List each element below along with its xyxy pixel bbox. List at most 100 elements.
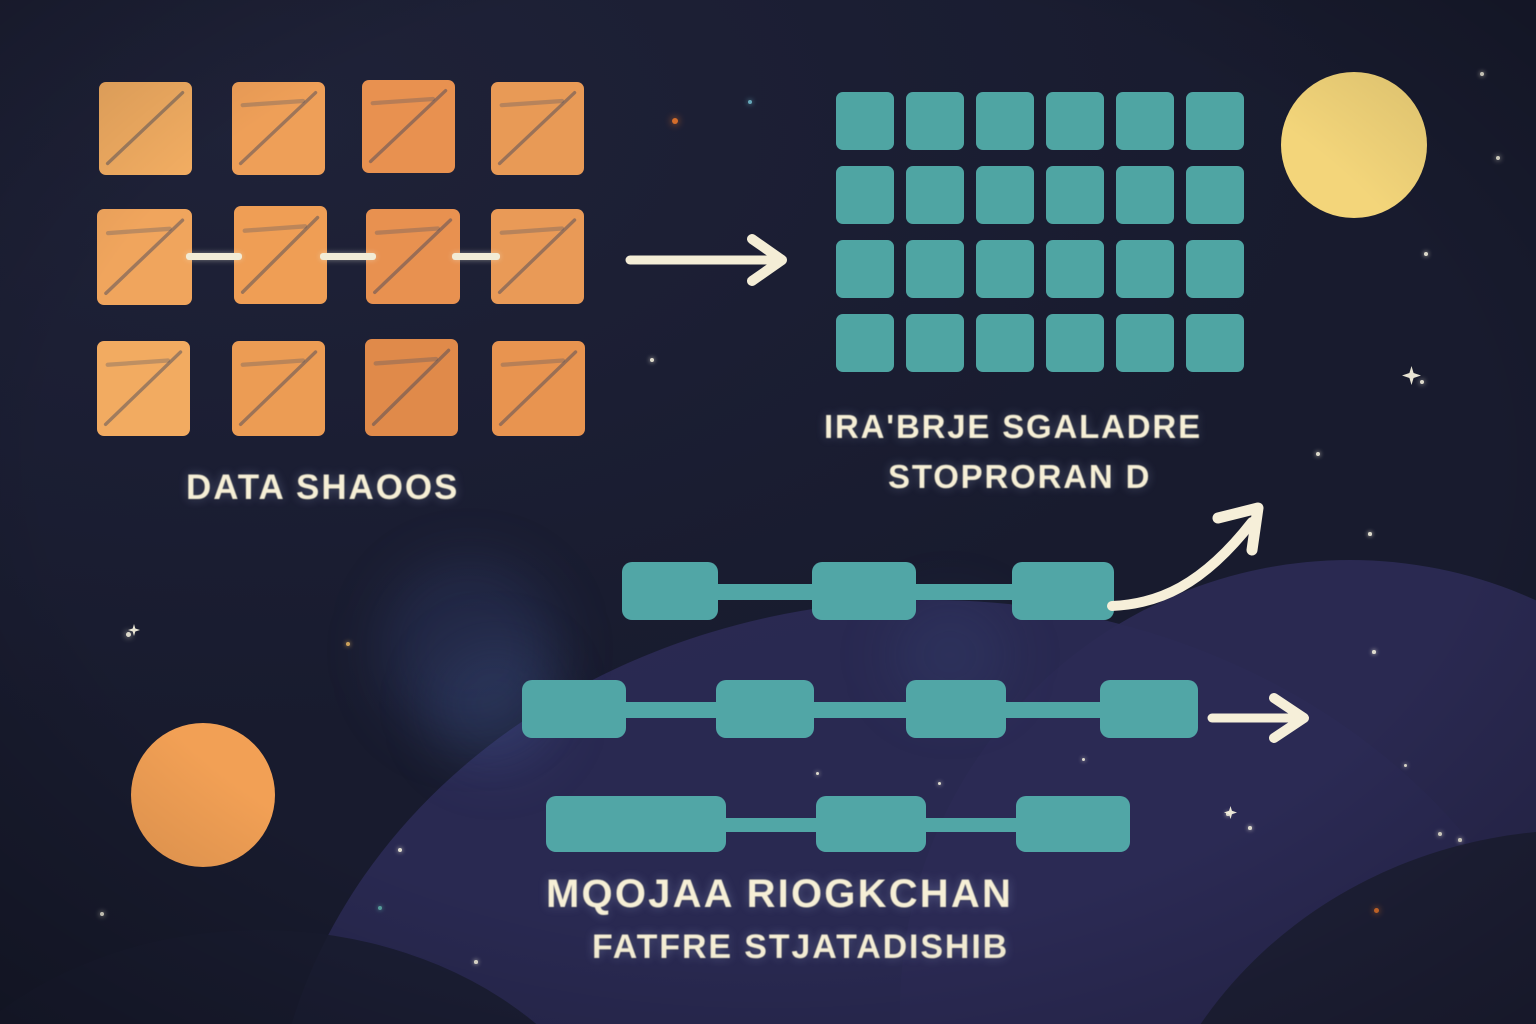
star-dot (1082, 758, 1086, 762)
data-shard-tile (362, 80, 455, 173)
storage-grid-cell (1186, 240, 1244, 298)
data-shard-tile (491, 82, 584, 175)
storage-grid-cell (1186, 92, 1244, 150)
storage-grid-cell (976, 166, 1034, 224)
data-shard-tile (492, 341, 585, 436)
chain-link-connector (922, 818, 1020, 832)
data-shard-tile (234, 206, 327, 304)
label-data-shards: DATA SHAOOS (186, 468, 460, 507)
shard-diagonal-icon (365, 339, 458, 436)
storage-grid-cell (906, 92, 964, 150)
data-shard-tile (491, 209, 584, 304)
planet-orange (131, 723, 275, 867)
chain-link-connector (622, 702, 720, 718)
storage-grid-cell (836, 240, 894, 298)
storage-grid-cell (1046, 92, 1104, 150)
storage-grid-cell (1046, 166, 1104, 224)
data-shard-tile (99, 82, 192, 175)
shard-connector-line (320, 253, 376, 260)
shard-diagonal-icon (232, 82, 325, 175)
storage-grid-cell (906, 166, 964, 224)
data-shard-tile (232, 341, 325, 436)
data-shard-tile (365, 339, 458, 436)
data-shard-tile (232, 82, 325, 175)
shard-diagonal-icon (362, 80, 455, 173)
arrow-chain-right-icon (1207, 693, 1309, 743)
star-dot (474, 960, 478, 964)
star-dot (938, 782, 942, 786)
storage-grid-cell (1116, 92, 1174, 150)
star-dot (1480, 72, 1484, 76)
star-dot (816, 772, 820, 776)
arrow-chain-to-grid-icon (1107, 502, 1264, 611)
storage-grid-cell (1186, 314, 1244, 372)
label-scalable-storage-line2: STOPRORAN D (888, 458, 1152, 495)
chain-block (906, 680, 1006, 738)
shard-diagonal-icon (491, 209, 584, 304)
star-dot (748, 100, 753, 105)
data-shard-tile (97, 341, 190, 436)
star-dot (1226, 812, 1230, 816)
shard-connector-line (452, 253, 500, 260)
label-scalable-storage-line1: IRA'BRJE SGALADRE (824, 408, 1202, 445)
storage-grid-cell (1116, 314, 1174, 372)
storage-grid-cell (1116, 166, 1174, 224)
shard-diagonal-icon (232, 341, 325, 436)
storage-grid-cell (906, 240, 964, 298)
star-dot (1420, 380, 1425, 385)
shard-diagonal-icon (491, 82, 584, 175)
chain-block (522, 680, 626, 738)
data-shard-tile (366, 209, 460, 304)
storage-grid-cell (836, 166, 894, 224)
storage-grid-cell (836, 92, 894, 150)
star-dot (1424, 252, 1428, 256)
star-dot (650, 358, 654, 362)
star-dot (1458, 838, 1462, 842)
chain-block (812, 562, 916, 620)
chain-block (716, 680, 814, 738)
star-dot (346, 642, 350, 646)
star-dot (100, 912, 105, 917)
storage-grid-cell (1116, 240, 1174, 298)
chain-block (1100, 680, 1198, 738)
chain-link-connector (1002, 702, 1104, 718)
star-dot (672, 118, 678, 124)
star-dot (398, 848, 402, 852)
planet-yellow (1281, 72, 1427, 218)
star-dot (1368, 532, 1372, 536)
shard-connector-line (186, 253, 242, 260)
shard-diagonal-icon (492, 341, 585, 436)
chain-block (1012, 562, 1114, 620)
storage-grid-cell (836, 314, 894, 372)
chain-link-connector (714, 584, 816, 600)
chain-block (622, 562, 718, 620)
star-dot (378, 906, 382, 910)
chain-block (1016, 796, 1130, 852)
storage-grid-cell (906, 314, 964, 372)
shard-diagonal-icon (99, 82, 192, 175)
star-dot (126, 632, 132, 638)
star-dot (1248, 826, 1252, 830)
star-dot (1404, 764, 1408, 768)
storage-grid-cell (976, 314, 1034, 372)
storage-grid-cell (1046, 314, 1104, 372)
storage-grid-cell (976, 240, 1034, 298)
shard-diagonal-icon (234, 206, 327, 304)
chain-block (546, 796, 726, 852)
star-dot (1372, 650, 1376, 654)
shard-diagonal-icon (97, 341, 190, 436)
chain-link-connector (810, 702, 910, 718)
shard-diagonal-icon (97, 209, 192, 305)
storage-grid-cell (976, 92, 1034, 150)
storage-grid-cell (1186, 166, 1244, 224)
star-dot (1316, 452, 1320, 456)
star-dot (1438, 832, 1442, 836)
label-blockchain-line2: FATFRE STJATADISHIB (592, 928, 1010, 966)
chain-link-connector (722, 818, 820, 832)
chain-block (816, 796, 926, 852)
storage-grid-cell (1046, 240, 1104, 298)
data-shard-tile (97, 209, 192, 305)
shard-diagonal-icon (366, 209, 460, 304)
star-dot (1496, 156, 1501, 161)
